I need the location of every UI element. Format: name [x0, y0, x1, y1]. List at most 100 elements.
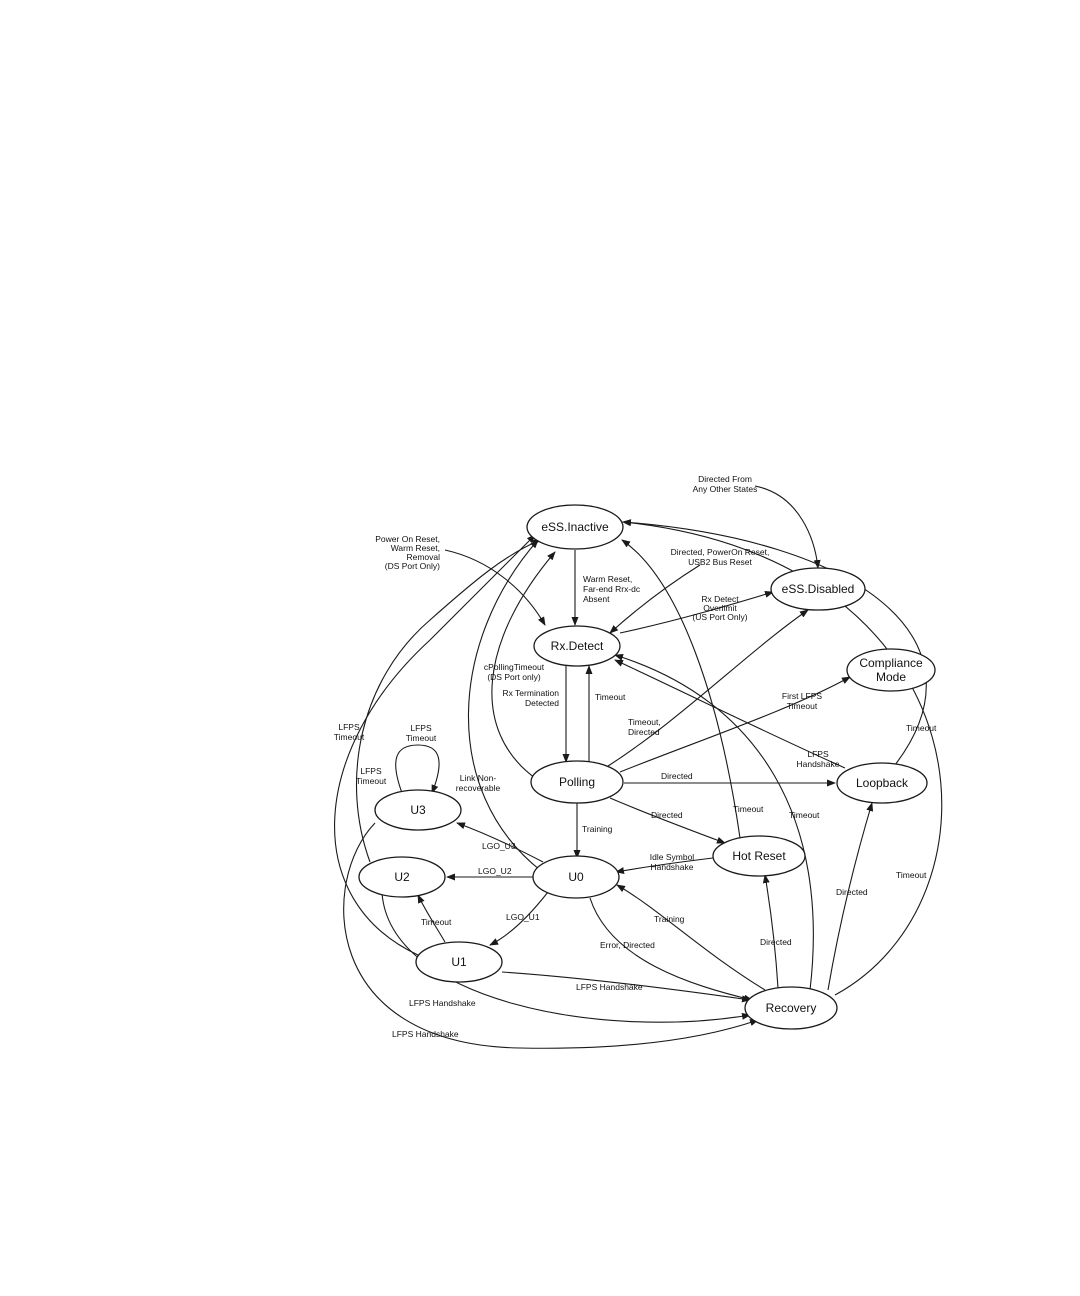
label-timeout-u1-u2: Timeout — [421, 917, 452, 927]
label-idle-symbol-2: Handshake — [650, 862, 693, 872]
state-u1-label: U1 — [451, 955, 467, 969]
state-ess-inactive-label: eSS.Inactive — [541, 520, 609, 534]
label-lfps-handshake-u1: LFPS Handshake — [576, 982, 643, 992]
label-first-lfps-2: Timeout — [787, 701, 818, 711]
label-directed-poweron-2: USB2 Bus Reset — [688, 557, 752, 567]
edge-loopback-to-inactive — [622, 519, 927, 766]
state-loopback — [836, 762, 928, 804]
label-rx-termination-2: Detected — [525, 698, 559, 708]
state-u0 — [532, 855, 620, 899]
label-rx-overlimit-1: Rx Detect — [701, 594, 739, 604]
edge-polling-to-disabled — [607, 609, 809, 767]
edge-u2-to-inactive — [355, 539, 541, 863]
label-directed-from-any-2: Any Other States — [693, 484, 758, 494]
label-directed-from-any-1: Directed From — [698, 474, 752, 484]
state-u2-label: U2 — [394, 870, 410, 884]
edge-u2-to-recovery — [381, 892, 751, 1023]
label-rx-overlimit-2: Overlimit — [703, 603, 737, 613]
states: eSS.Inactive eSS.Disabled Rx.Detect Comp… — [358, 504, 936, 1030]
label-directed-hotreset: Directed — [651, 810, 683, 820]
edge-any-to-disabled — [754, 485, 821, 569]
label-lfps-handshake-u3: LFPS Handshake — [392, 1029, 459, 1039]
state-u1 — [415, 941, 503, 983]
state-hot-reset-label: Hot Reset — [732, 849, 786, 863]
state-rx-detect-label: Rx.Detect — [551, 639, 604, 653]
label-directed-recovery-loop: Directed — [836, 887, 868, 897]
label-error-directed: Error, Directed — [600, 940, 655, 950]
label-timeout-rx: Timeout — [595, 692, 626, 702]
edge-recovery-to-u0 — [616, 884, 766, 991]
edge-u3-self-loop — [395, 744, 440, 794]
label-lfps-timeout-u3-2: Timeout — [406, 733, 437, 743]
edge-polling-to-inactive — [491, 551, 556, 779]
label-training-polling: Training — [582, 824, 613, 834]
edge-rxdetect-to-disabled — [619, 590, 774, 634]
state-hot-reset — [712, 835, 806, 877]
edge-u0-to-u3 — [456, 822, 544, 863]
label-timeout-loopback: Timeout — [906, 723, 937, 733]
label-rx-termination-1: Rx Termination — [502, 688, 559, 698]
label-rx-overlimit-3: (US Port Only) — [692, 612, 747, 622]
state-u2 — [358, 856, 446, 898]
label-timeout-directed-1: Timeout, — [628, 717, 661, 727]
label-power-on-reset-1: Power On Reset, — [375, 534, 440, 544]
label-cpolling-1: cPollingTimeout — [484, 662, 545, 672]
edge-hotreset-to-inactive — [621, 539, 741, 839]
edge-u0-to-u1 — [489, 891, 549, 946]
state-u3-label: U3 — [410, 803, 426, 817]
label-power-on-reset-4: (DS Port Only) — [385, 561, 440, 571]
label-directed-recovery-hot: Directed — [760, 937, 792, 947]
edge-u1-to-recovery — [501, 971, 751, 1003]
edge-recovery-to-rxdetect — [614, 654, 814, 991]
state-polling-label: Polling — [559, 775, 595, 789]
state-recovery-label: Recovery — [766, 1001, 817, 1015]
label-warm-reset-1: Warm Reset, — [583, 574, 632, 584]
label-warm-reset-3: Absent — [583, 594, 610, 604]
state-ess-inactive — [526, 504, 624, 550]
label-lfps-timeout-left-1: LFPS — [338, 722, 360, 732]
edge-polling-to-hotreset — [609, 797, 726, 844]
label-lgo-u2: LGO_U2 — [478, 866, 512, 876]
edge-loopback-to-rxdetect — [614, 659, 846, 769]
label-cpolling-2: (DS Port only) — [487, 672, 541, 682]
label-timeout-hotreset: Timeout — [733, 804, 764, 814]
edge-u1-to-inactive — [334, 534, 536, 956]
label-first-lfps-1: First LFPS — [782, 691, 822, 701]
state-u0-label: U0 — [568, 870, 584, 884]
edge-poweron-to-rxdetect — [444, 549, 546, 626]
label-timeout-directed-2: Directed — [628, 727, 660, 737]
label-power-on-reset-2: Warm Reset, — [391, 543, 440, 553]
state-compliance-label-2: Mode — [876, 670, 906, 684]
state-recovery — [744, 986, 838, 1030]
state-compliance-label-1: Compliance — [859, 656, 923, 670]
label-idle-symbol-1: Idle Symbol — [650, 852, 695, 862]
state-u3 — [374, 789, 462, 831]
edge-recovery-to-inactive — [622, 519, 943, 996]
edge-u3-to-recovery — [343, 822, 759, 1049]
label-warm-reset-2: Far-end Rrx-dc — [583, 584, 641, 594]
label-link-nonrecoverable-1: Link Non- — [460, 773, 497, 783]
edge-u0-to-inactive — [467, 539, 541, 871]
edge-recovery-to-loopback — [827, 802, 874, 991]
edge-disabled-to-rxdetect — [609, 564, 701, 634]
state-rx-detect — [533, 625, 621, 667]
state-polling — [530, 760, 624, 804]
edge-recovery-to-hotreset — [762, 874, 779, 989]
state-loopback-label: Loopback — [856, 776, 909, 790]
label-lgo-u1: LGO_U1 — [506, 912, 540, 922]
label-directed-loopback: Directed — [661, 771, 693, 781]
transition-edges — [334, 485, 943, 1049]
label-training-recovery: Training — [654, 914, 685, 924]
label-lfps-timeout-u2-2: Timeout — [356, 776, 387, 786]
label-directed-poweron-1: Directed, PowerOn Reset, — [671, 547, 770, 557]
label-lfps-timeout-u3-1: LFPS — [410, 723, 432, 733]
label-lfps-handshake-u2: LFPS Handshake — [409, 998, 476, 1008]
label-lfps-timeout-left-2: Timeout — [334, 732, 365, 742]
label-timeout-recovery-rx: Timeout — [789, 810, 820, 820]
state-ess-disabled — [770, 567, 866, 611]
edge-hotreset-to-u0 — [615, 857, 714, 875]
label-power-on-reset-3: Removal — [406, 552, 440, 562]
state-compliance-mode — [846, 648, 936, 692]
edge-polling-to-compliance — [619, 676, 851, 773]
